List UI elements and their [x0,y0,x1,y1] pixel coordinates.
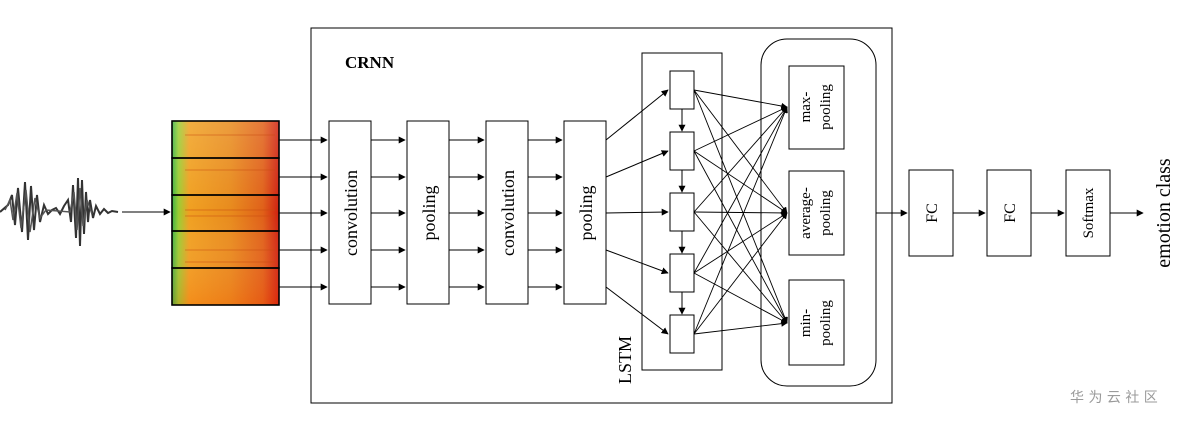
fc2-label: FC [1002,203,1019,223]
pool1-label: pooling [419,185,439,240]
conv2-to-pool2-arrows [528,136,563,291]
max-pooling-block: max- pooling [788,65,845,150]
spectrogram-to-conv-arrows [279,136,328,291]
lstm-cell [669,253,695,293]
pool-to-lstm-arrows [605,89,669,335]
pool1-block: pooling [406,120,450,305]
lstm-cell [669,131,695,171]
audio-waveform [0,177,119,247]
conv1-label: convolution [341,170,361,256]
lstm-label: LSTM [615,336,635,384]
average-pooling-block: average- pooling [788,170,845,256]
fc1-block: FC [908,169,954,257]
watermark: 华 为 云 社 区 [1070,390,1158,406]
min-pooling-line2: pooling [818,300,834,346]
min-pooling-line1: min- [798,309,814,337]
fc2-block: FC [986,169,1032,257]
pool2-block: pooling [563,120,607,305]
lstm-cell [669,314,695,354]
conv2-label: convolution [498,170,518,256]
max-pooling-line2: pooling [818,84,834,130]
conv1-block: convolution [328,120,372,305]
output-label: emotion class [1153,158,1175,268]
softmax-label: Softmax [1081,187,1097,238]
crnn-label: CRNN [345,53,395,72]
conv2-block: convolution [485,120,529,305]
lstm-to-pooling-connections [693,89,788,335]
fc1-label: FC [924,203,941,223]
softmax-block: Softmax [1065,169,1111,257]
lstm-cell [669,70,695,110]
pool1-to-conv2-arrows [449,136,485,291]
average-pooling-line2: pooling [818,190,834,236]
pool2-label: pooling [576,185,596,240]
spectrogram [171,120,280,306]
conv1-to-pool1-arrows [371,136,406,291]
min-pooling-block: min- pooling [788,279,845,366]
lstm-container [641,52,723,371]
lstm-cell [669,192,695,232]
crnn-container [310,27,893,404]
max-pooling-line1: max- [798,92,814,123]
average-pooling-line1: average- [798,187,814,239]
